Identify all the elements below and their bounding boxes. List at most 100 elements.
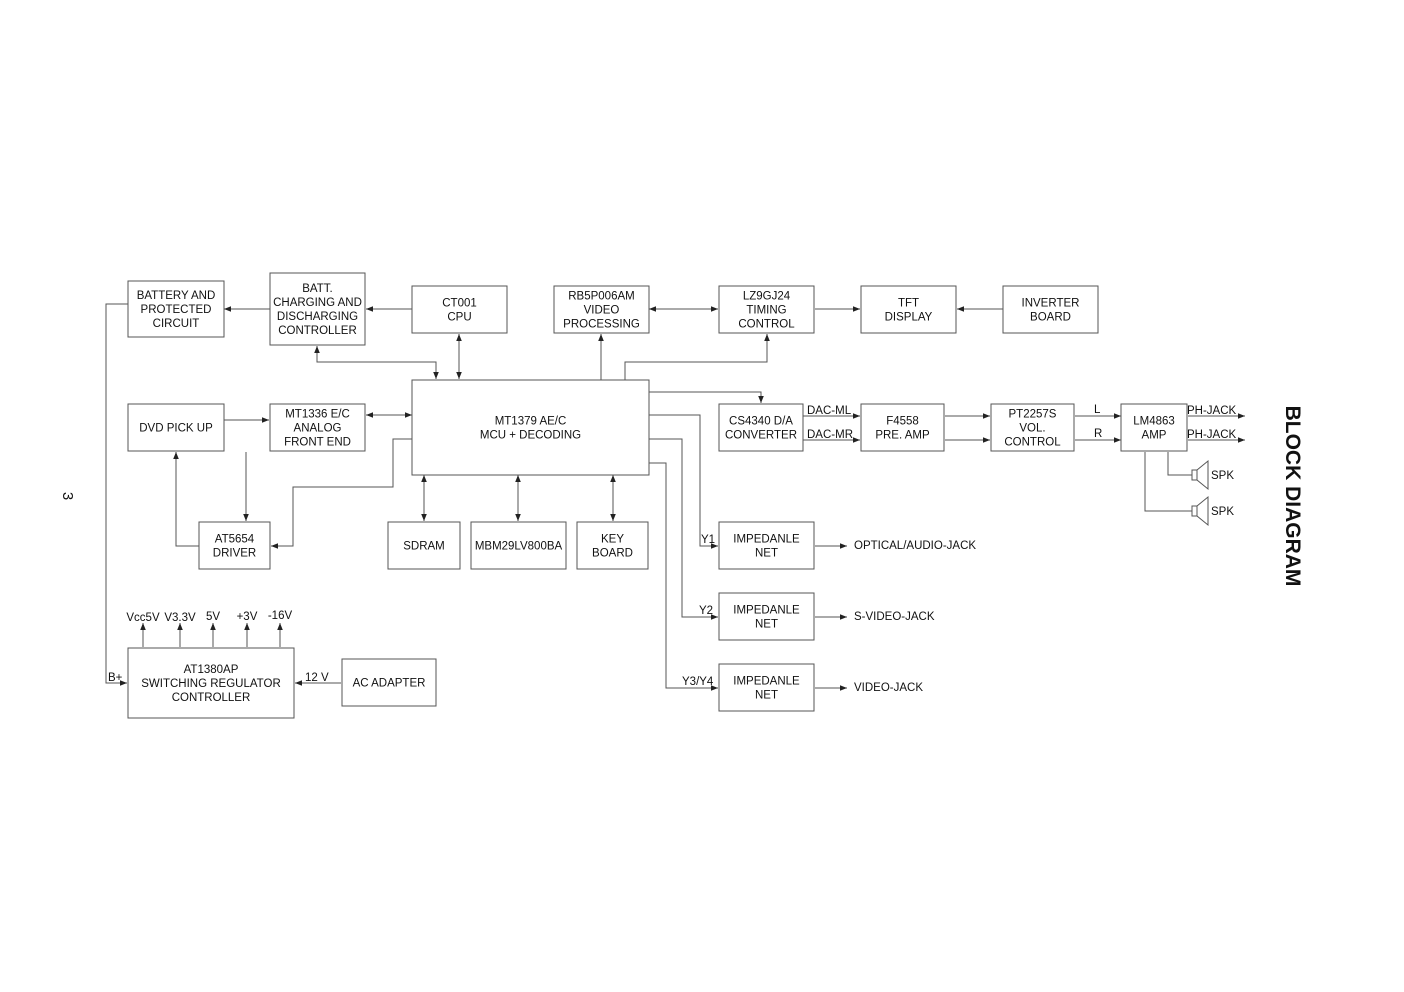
label-12v: 12 V — [305, 672, 329, 684]
block-label-line: INVERTER — [1022, 298, 1080, 310]
block-label-line: AMP — [1142, 430, 1167, 442]
block-label-line: F4558 — [886, 416, 919, 428]
wire-mcu-driver — [271, 438, 412, 549]
block-label-line: BATT. — [302, 283, 332, 295]
block-label-line: CONTROLLER — [278, 325, 357, 337]
block-label-line: CONTROLLER — [172, 692, 251, 704]
block-label-line: AT5654 — [215, 534, 255, 546]
label-spk-2: SPK — [1211, 506, 1234, 518]
wire-amp-spk-2 — [1144, 452, 1192, 512]
speaker-icon — [1191, 459, 1209, 491]
label-v33: V3.3V — [164, 612, 196, 624]
block-label-line: TIMING — [746, 305, 786, 317]
block-label-line: BOARD — [1030, 312, 1071, 324]
block-label-line: PROCESSING — [563, 319, 640, 331]
dac-converter-block: CS4340 D/A CONVERTER — [718, 403, 804, 452]
block-label-line: CONVERTER — [725, 430, 797, 442]
block-label-line: CHARGING AND — [273, 297, 362, 309]
mcu-decoding-block: MT1379 AE/C MCU + DECODING — [411, 379, 650, 476]
block-label-line: VOL. — [1019, 423, 1045, 435]
block-label-line: BOARD — [592, 548, 633, 560]
dvd-pickup-block: DVD PICK UP — [127, 403, 225, 452]
wire-driver-pickup — [173, 452, 199, 547]
block-label-line: AT1380AP — [184, 664, 239, 676]
block-label-line: DVD PICK UP — [139, 423, 213, 435]
block-label-line: DISCHARGING — [277, 311, 358, 323]
block-label-line: PRE. AMP — [875, 430, 930, 442]
block-label-line: IMPEDANLE — [733, 534, 800, 546]
block-label-line: AC ADAPTER — [353, 678, 426, 690]
block-label-line: DRIVER — [213, 548, 256, 560]
label-svideo-jack: S-VIDEO-JACK — [854, 611, 935, 623]
wire-mcu-dac — [649, 391, 764, 403]
sdram-block: SDRAM — [387, 521, 461, 570]
page-number: 3 — [59, 492, 76, 500]
label-bplus: B+ — [108, 672, 123, 684]
block-label-line: NET — [755, 548, 778, 560]
block-label-line: IMPEDANLE — [733, 676, 800, 688]
block-label-line: CS4340 D/A — [729, 416, 793, 428]
wire-amp-spk-1 — [1167, 452, 1192, 476]
block-label-line: DISPLAY — [885, 312, 933, 324]
label-5v: 5V — [206, 611, 220, 623]
wire-mcu-imp3 — [649, 462, 718, 691]
label-spk-1: SPK — [1211, 470, 1234, 482]
label-y1: Y1 — [701, 534, 715, 546]
tft-display-block: TFT DISPLAY — [860, 285, 957, 334]
label-left: L — [1094, 404, 1101, 416]
block-label-line: NET — [755, 619, 778, 631]
block-label-line: TFT — [898, 298, 919, 310]
block-label-line: ANALOG — [294, 423, 342, 435]
wire-battery-to-regulator — [105, 303, 128, 686]
label-video-jack: VIDEO-JACK — [854, 682, 923, 694]
diagram-title: BLOCK DIAGRAM — [1281, 406, 1304, 587]
label-right: R — [1094, 428, 1102, 440]
block-label-line: KEY — [601, 534, 624, 546]
wire-mcu-imp1 — [649, 414, 718, 549]
label-optical-jack: OPTICAL/AUDIO-JACK — [854, 540, 976, 552]
block-label-line: BATTERY AND — [137, 290, 216, 302]
label-vcc5v: Vcc5V — [126, 612, 160, 624]
label-y3y4: Y3/Y4 — [682, 676, 714, 688]
block-label-line: SDRAM — [403, 541, 445, 553]
video-processing-block: RB5P006AM VIDEO PROCESSING — [553, 285, 650, 334]
block-label-line: IMPEDANLE — [733, 605, 800, 617]
block-label-line: LZ9GJ24 — [743, 291, 791, 303]
wire-mcu-timing — [624, 334, 770, 380]
impedance-net-1-block: IMPEDANLE NET — [718, 521, 815, 570]
block-label-line: MCU + DECODING — [480, 430, 581, 442]
blocks: BATTERY AND PROTECTED CIRCUIT BATT. CHARGIN… — [127, 272, 1188, 719]
block-label-line: CONTROL — [1004, 437, 1061, 449]
keyboard-block: KEY BOARD — [576, 521, 649, 570]
block-label-line: CPU — [447, 312, 471, 324]
block-label-line: CIRCUIT — [153, 318, 200, 330]
label-ph-jack-2: PH-JACK — [1187, 429, 1237, 441]
label-m16v: -16V — [268, 610, 293, 622]
block-label-line: RB5P006AM — [568, 291, 634, 303]
signal-labels: DAC-ML DAC-MR L R PH-JACK PH-JACK SPK SP… — [108, 404, 1237, 694]
block-label-line: VIDEO — [584, 305, 620, 317]
label-p3v: +3V — [237, 611, 258, 623]
label-y2: Y2 — [699, 605, 713, 617]
battery-block: BATTERY AND PROTECTED CIRCUIT — [127, 280, 225, 338]
block-label-line: LM4863 — [1133, 416, 1175, 428]
block-label-line: FRONT END — [284, 437, 351, 449]
label-dac-ml: DAC-ML — [807, 405, 852, 417]
block-label-line: MBM29LV800BA — [475, 541, 563, 553]
vol-control-block: PT2257S VOL. CONTROL — [990, 403, 1075, 452]
ac-adapter-block: AC ADAPTER — [341, 658, 437, 707]
label-dac-mr: DAC-MR — [807, 429, 853, 441]
block-label-line: PT2257S — [1009, 409, 1057, 421]
block-label-line: MT1379 AE/C — [495, 416, 567, 428]
wire-mcu-imp2 — [649, 438, 718, 620]
block-label-line: CONTROL — [738, 319, 795, 331]
block-label-line: PROTECTED — [141, 304, 212, 316]
label-ph-jack-1: PH-JACK — [1187, 405, 1237, 417]
